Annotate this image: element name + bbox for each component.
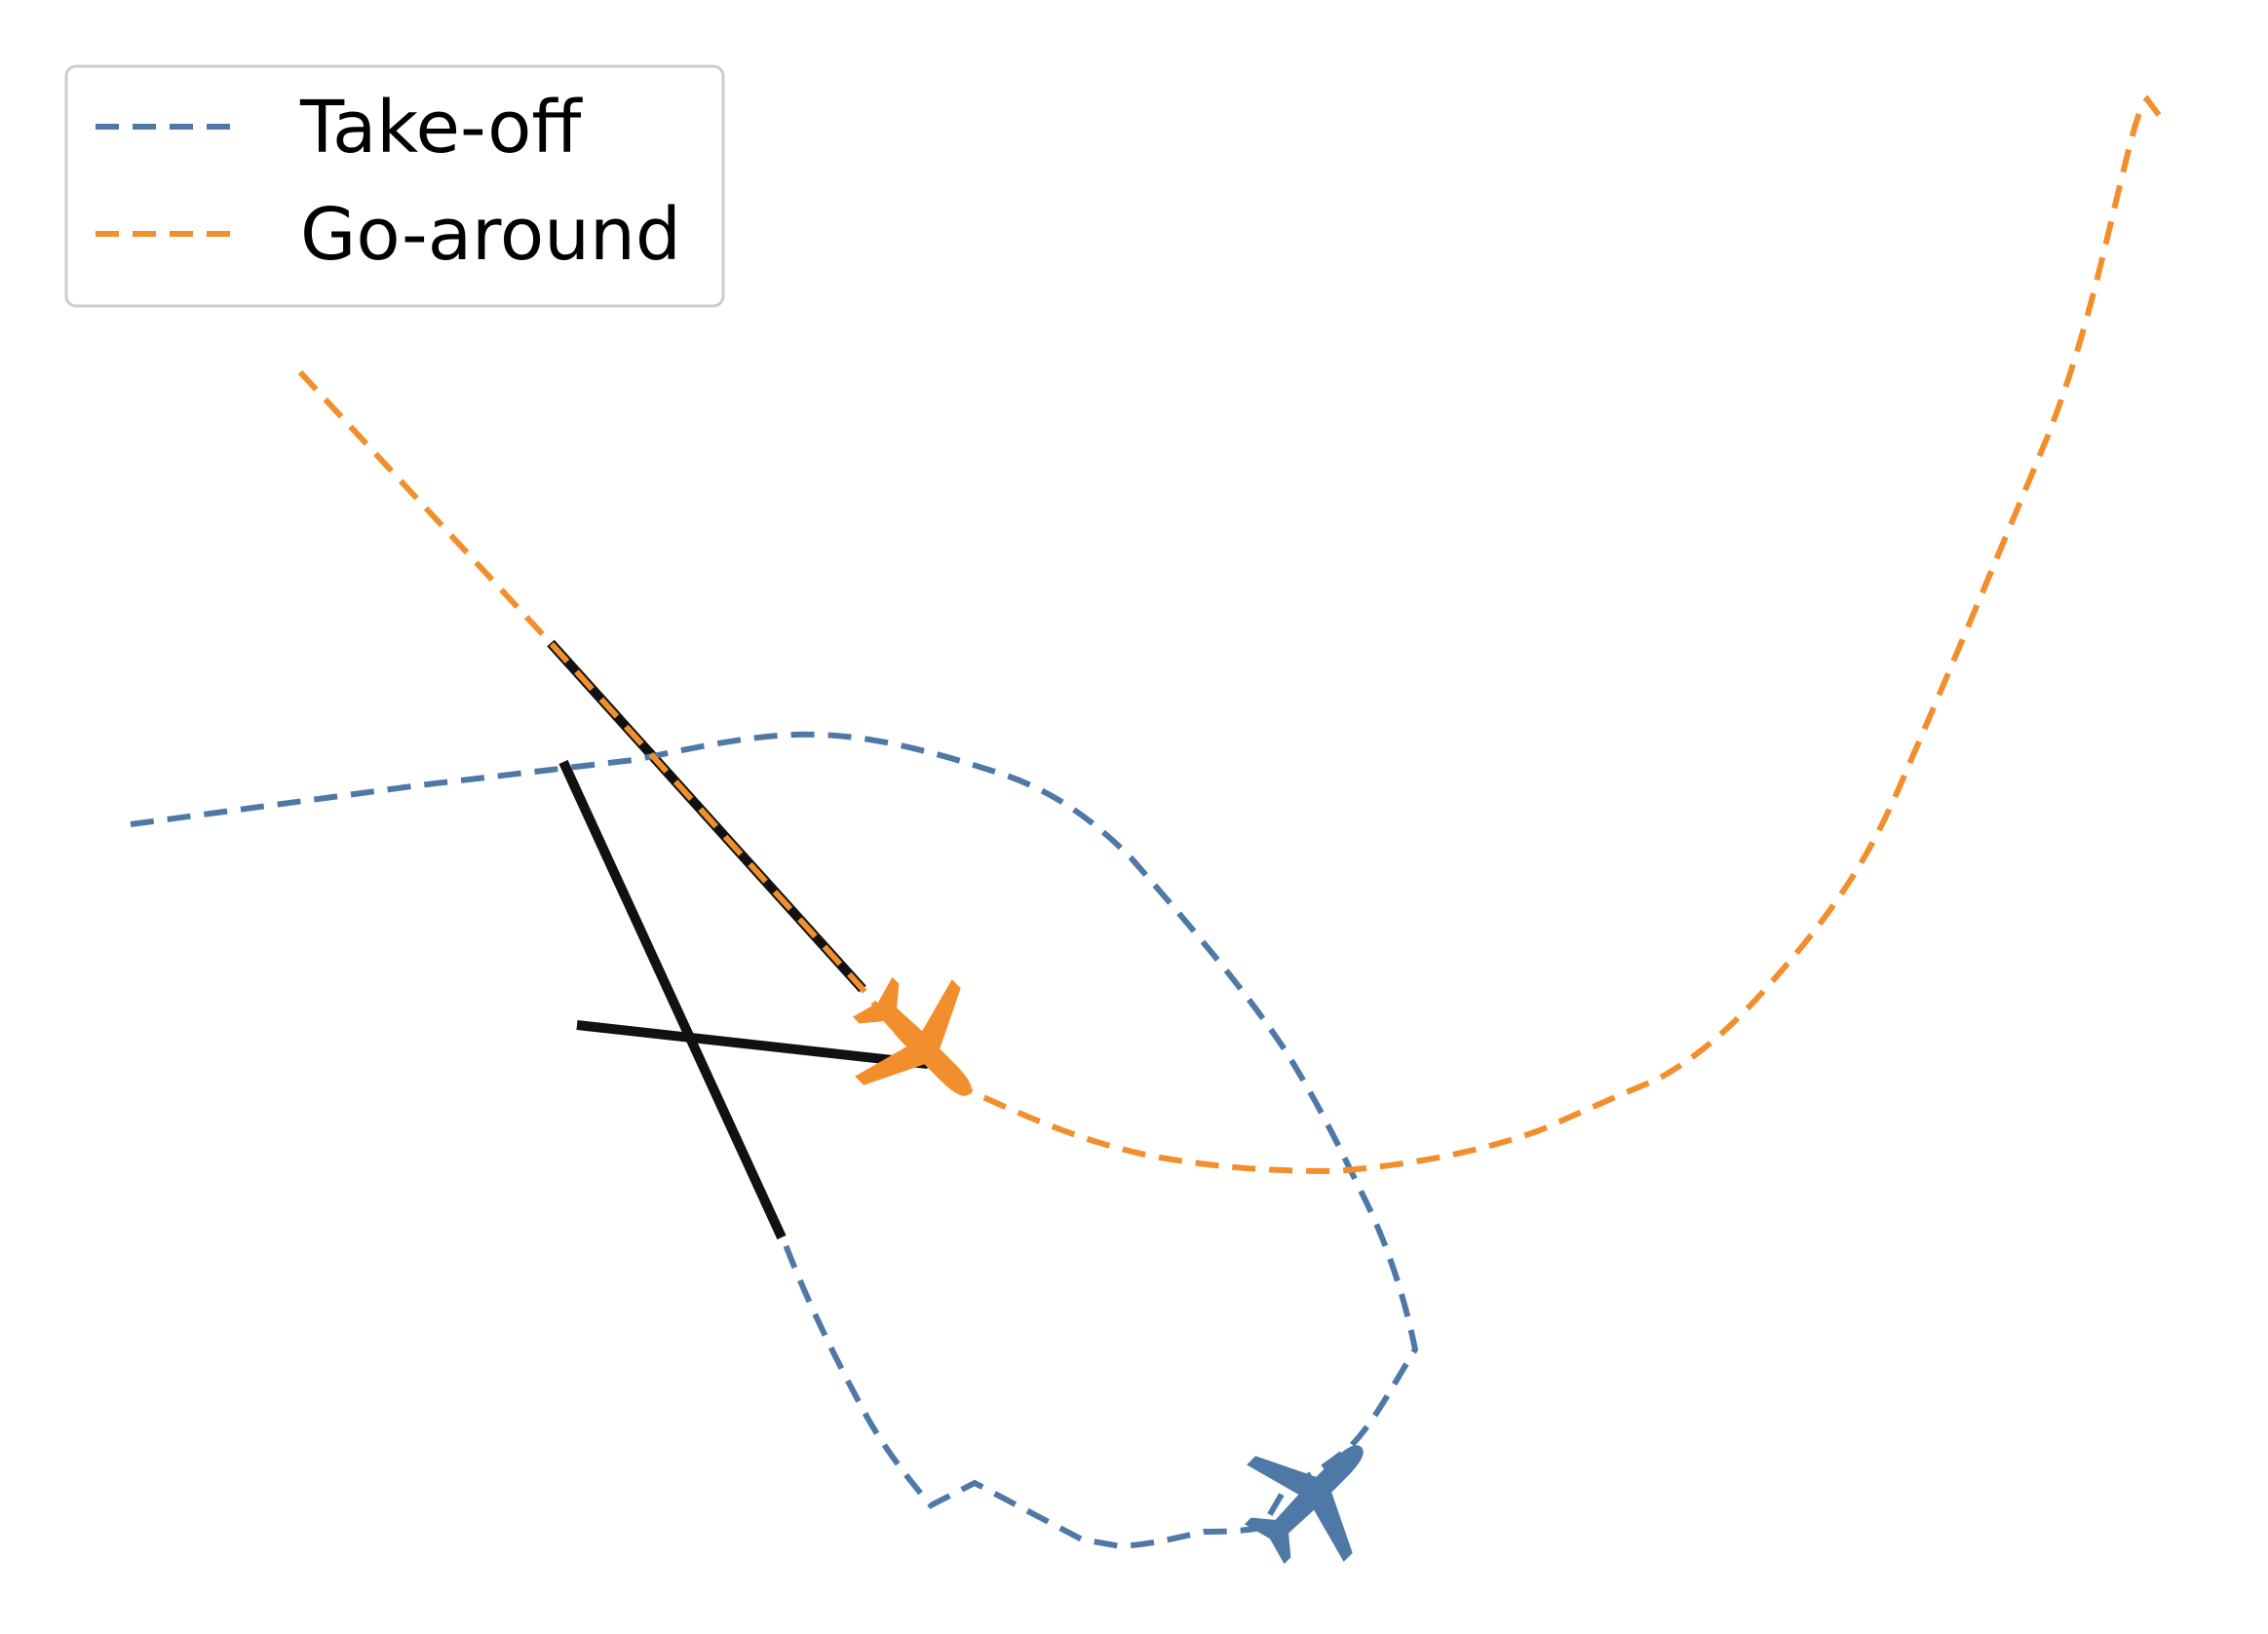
goaround-airplane-icon <box>852 976 972 1096</box>
runway-north-south <box>558 759 787 1240</box>
takeoff-airplane-icon <box>1244 1445 1364 1565</box>
legend-label-takeoff: Take-off <box>299 86 583 170</box>
legend: Take-off Go-around <box>64 64 725 308</box>
legend-frame <box>64 64 725 308</box>
runway-east-west <box>576 1020 929 1069</box>
legend-label-goaround: Go-around <box>300 193 681 277</box>
goaround-track <box>297 95 2162 1175</box>
takeoff-track <box>130 731 1419 1550</box>
runways <box>547 639 929 1240</box>
